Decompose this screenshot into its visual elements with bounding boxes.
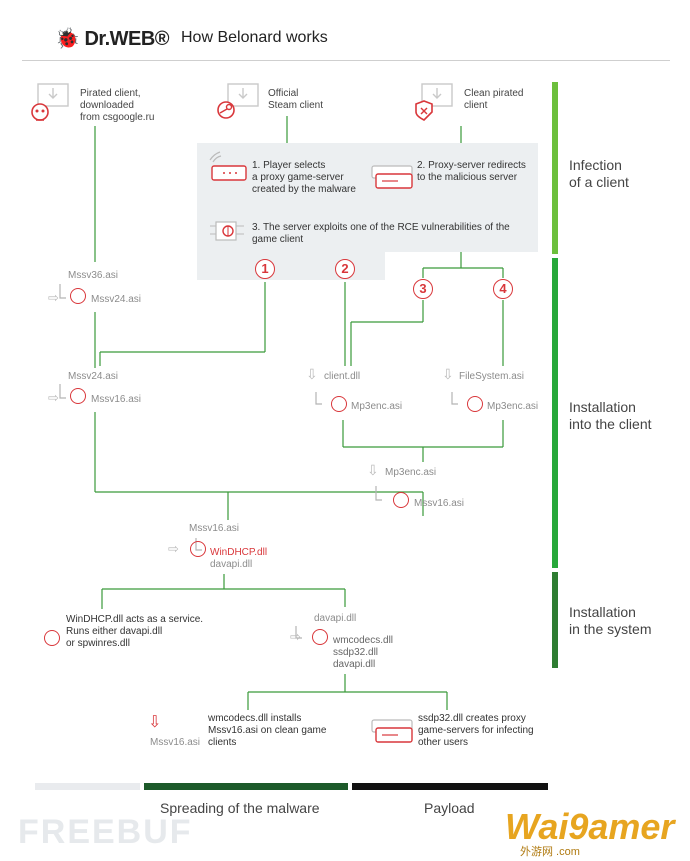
power-icon bbox=[190, 541, 206, 557]
legend-payload: Payload bbox=[424, 800, 475, 816]
file-mssv16-c: Mssv16.asi bbox=[189, 523, 240, 534]
power-icon bbox=[467, 396, 483, 412]
proxy-server-icon bbox=[371, 719, 413, 743]
stage-label-install-system: Installation in the system bbox=[569, 604, 652, 637]
header-divider bbox=[22, 60, 670, 61]
wmcodecs-note: wmcodecs.dll installs Mssv16.asi on clea… bbox=[208, 713, 327, 748]
legend-bar-spreading bbox=[144, 783, 348, 790]
file-mp3enc-c: Mp3enc.asi bbox=[385, 467, 437, 478]
arrow-down-icon: ⇩ bbox=[367, 462, 379, 478]
game-server-icon bbox=[209, 151, 247, 181]
ssdp32-note: ssdp32.dll creates proxy game-servers fo… bbox=[418, 713, 534, 748]
clean-client-icon bbox=[415, 83, 453, 121]
legend-spreading: Spreading of the malware bbox=[160, 800, 320, 816]
proxy-server-icon bbox=[371, 165, 413, 189]
file-windhcp: WinDHCP.dll bbox=[210, 547, 268, 558]
power-icon bbox=[331, 396, 347, 412]
arrow-right-icon: ⇨ bbox=[168, 541, 179, 556]
power-icon bbox=[393, 492, 409, 508]
pirated-client-icon bbox=[31, 83, 69, 121]
power-icon bbox=[70, 388, 86, 404]
file-mssv24-b: Mssv24.asi bbox=[68, 371, 119, 382]
stage-label-install-client: Installation into the client bbox=[569, 399, 652, 432]
waigamer-sub-watermark: 外游网 .com bbox=[520, 846, 580, 858]
file-mssv24-a: Mssv24.asi bbox=[91, 294, 142, 305]
step-2-text: 2. Proxy-server redirects to the malicio… bbox=[417, 160, 526, 183]
logo-text: Dr.WEB® bbox=[84, 28, 170, 50]
file-filesystem: FileSystem.asi bbox=[459, 371, 525, 382]
file-mssv36: Mssv36.asi bbox=[68, 270, 119, 281]
clean-client-label: Clean pirated client bbox=[464, 88, 524, 111]
legend-bar-neutral bbox=[35, 783, 140, 790]
file-ssdp32: ssdp32.dll bbox=[333, 647, 379, 658]
stage-bar-infection bbox=[552, 82, 558, 254]
stage-bar-install-system bbox=[552, 572, 558, 668]
file-wmcodecs: wmcodecs.dll bbox=[333, 635, 394, 646]
arrow-down-icon: ⇩ bbox=[306, 366, 318, 382]
arrow-down-icon: ⇩ bbox=[442, 366, 454, 382]
arrow-right-icon: ⇨ bbox=[48, 290, 59, 305]
file-davapi-c: davapi.dll bbox=[333, 659, 376, 670]
page-title: How Belonard works bbox=[181, 29, 328, 46]
file-davapi-b: davapi.dll bbox=[314, 613, 357, 624]
file-mp3enc-a: Mp3enc.asi bbox=[351, 401, 403, 412]
file-mssv16-b: Mssv16.asi bbox=[414, 498, 465, 509]
file-davapi-a: davapi.dll bbox=[210, 559, 253, 570]
bug-logo-icon: 🐞 bbox=[55, 28, 80, 50]
badge-4: 4 bbox=[493, 279, 513, 299]
file-mssv16-d: Mssv16.asi bbox=[150, 737, 201, 748]
arrow-right-icon: ⇨ bbox=[48, 390, 59, 405]
power-icon bbox=[312, 629, 328, 645]
freebuf-watermark: FREEBUF bbox=[18, 813, 193, 851]
badge-3: 3 bbox=[413, 279, 433, 299]
pirated-client-label: Pirated client, downloaded from csgoogle… bbox=[80, 88, 155, 123]
stage-bar-install-client bbox=[552, 258, 558, 568]
arrow-down-icon: ⇩ bbox=[148, 714, 162, 731]
drweb-logo: 🐞 Dr.WEB® bbox=[55, 26, 170, 51]
waigamer-watermark: Wai9amer bbox=[505, 806, 675, 847]
official-client-label: Official Steam client bbox=[268, 88, 324, 111]
badge-2: 2 bbox=[335, 259, 355, 279]
arrow-right-icon: ⇨ bbox=[290, 629, 301, 644]
power-icon bbox=[44, 630, 60, 646]
exploit-chip-icon bbox=[210, 221, 244, 241]
infection-panel-tab bbox=[197, 250, 385, 280]
legend-bar-payload bbox=[352, 783, 548, 790]
badge-1: 1 bbox=[255, 259, 275, 279]
steam-client-icon bbox=[217, 83, 259, 119]
file-client-dll: client.dll bbox=[324, 371, 361, 382]
step-1-text: 1. Player selects a proxy game-server cr… bbox=[252, 160, 356, 195]
service-note: WinDHCP.dll acts as a service. Runs eith… bbox=[66, 614, 204, 649]
file-mssv16-a: Mssv16.asi bbox=[91, 394, 142, 405]
infection-panel bbox=[197, 143, 538, 252]
power-icon bbox=[70, 288, 86, 304]
file-mp3enc-b: Mp3enc.asi bbox=[487, 401, 539, 412]
step-3-text: 3. The server exploits one of the RCE vu… bbox=[252, 222, 510, 245]
stage-label-infection: Infection of a client bbox=[569, 157, 629, 190]
